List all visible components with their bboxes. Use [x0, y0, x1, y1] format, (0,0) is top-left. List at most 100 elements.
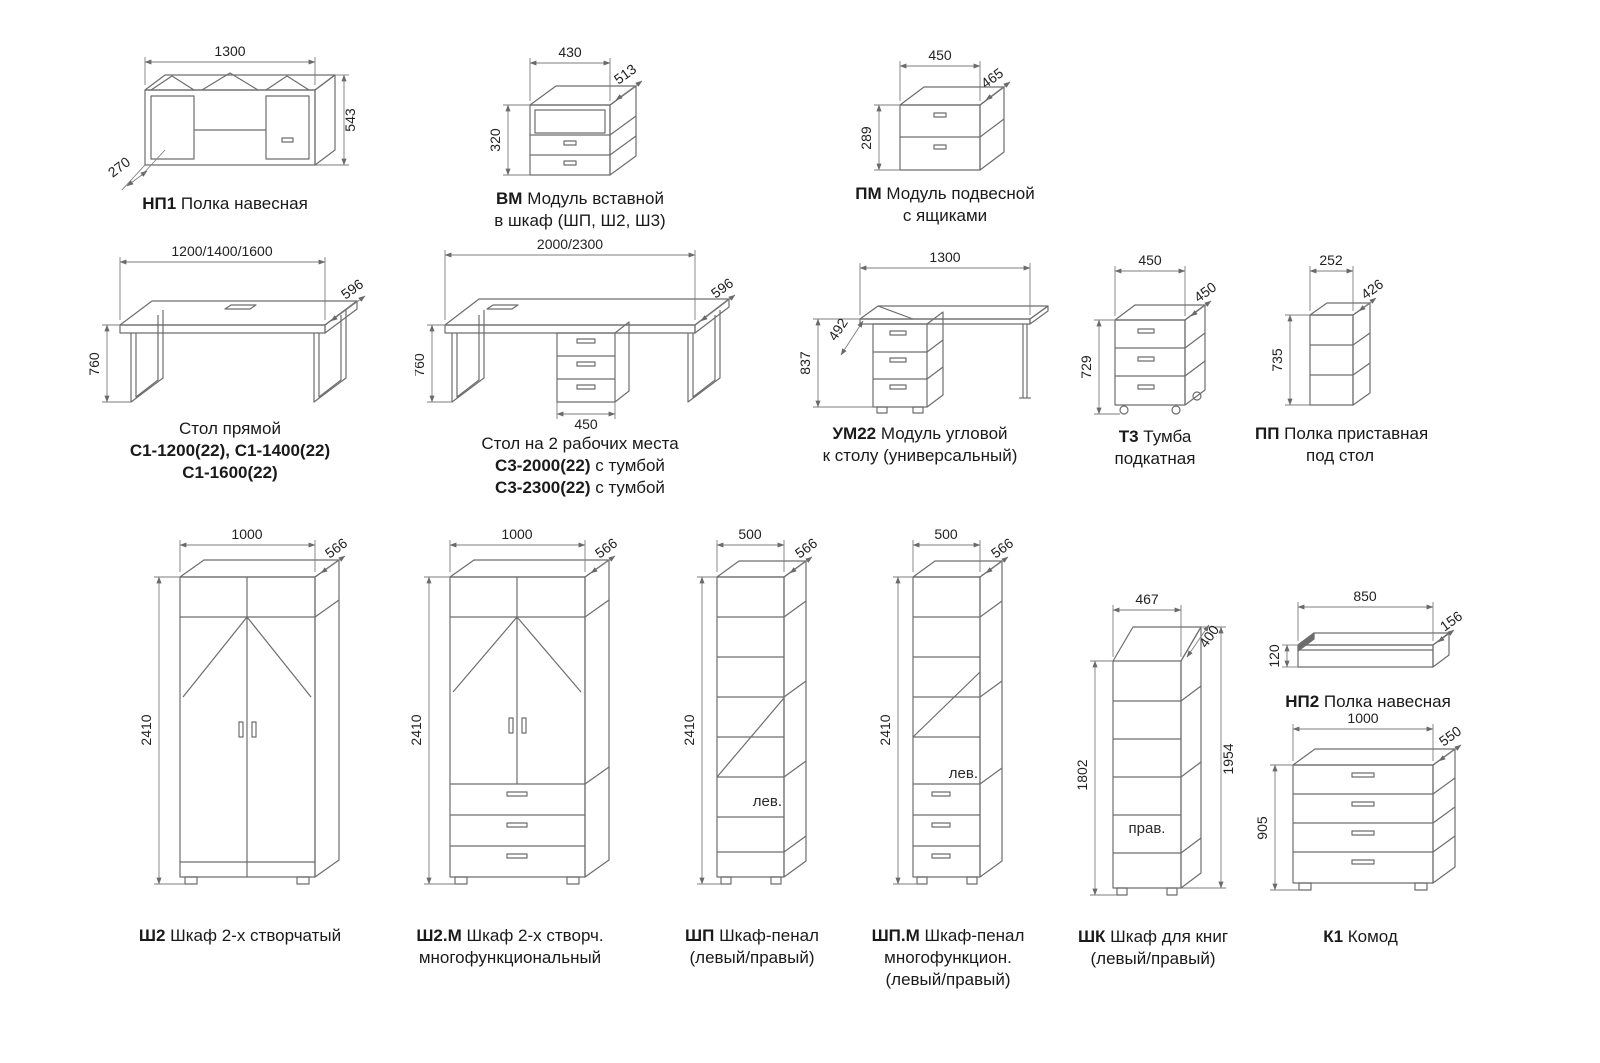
s1-dim-width: 1200/1400/1600 — [171, 243, 272, 259]
shpm-name-line1: Шкаф-пенал — [924, 926, 1025, 945]
shp-side-label: лев. — [753, 793, 782, 810]
k1-geometry — [1292, 748, 1456, 891]
t3-drawing: 450 450 729 — [1078, 252, 1219, 415]
sh2-geometry — [179, 559, 340, 885]
item-sh2: 1000 566 2410 Ш2 Шкаф 2-х створчатый — [125, 522, 355, 947]
np1-dim-height: 543 — [342, 108, 358, 132]
shpm-caption: ШП.М Шкаф-пенал многофункцион. (левый/пр… — [868, 925, 1028, 991]
pm-caption: ПМ Модуль подвесной с ящиками — [835, 183, 1055, 227]
vm-dimension-lines — [503, 58, 643, 176]
sh2m-dimension-lines — [424, 540, 616, 885]
sh2m-name-line1: Шкаф 2-х створч. — [466, 926, 604, 945]
shpm-dim-width: 500 — [934, 526, 958, 542]
s3-code1: С3-2000(22) — [495, 456, 591, 475]
shp-geometry — [716, 560, 807, 885]
t3-name-line2: подкатная — [1114, 449, 1196, 468]
s3-rest2: с тумбой — [595, 478, 665, 497]
sh2m-dim-height: 2410 — [408, 714, 424, 745]
np2-geometry — [1297, 632, 1450, 668]
shk-code: ШК — [1077, 927, 1106, 946]
um22-name-line2: к столу (универсальный) — [822, 446, 1018, 465]
s1-geometry — [119, 300, 358, 403]
np2-dim-height: 120 — [1268, 644, 1282, 668]
shp-caption: ШП Шкаф-пенал (левый/правый) — [672, 925, 832, 969]
shpm-name-line2: многофункцион. — [884, 948, 1012, 967]
sh2m-dim-depth: 566 — [592, 534, 620, 561]
item-vm: 430 513 320 ВМ Модуль вставной в шкаф (Ш… — [470, 40, 690, 232]
item-np2: 850 156 120 НП2 Полка навесная — [1268, 583, 1468, 713]
shk-caption: ШК Шкаф для книг (левый/правый) — [1063, 926, 1243, 970]
t3-dimension-lines — [1094, 266, 1212, 415]
shpm-dim-depth: 566 — [988, 534, 1016, 561]
np1-code: НП1 — [142, 194, 177, 213]
np1-name: Полка навесная — [180, 194, 308, 213]
shk-dim-height-back: 1954 — [1220, 743, 1236, 774]
shk-dim-width: 467 — [1135, 591, 1159, 607]
vm-code: ВМ — [496, 189, 523, 208]
item-pp: 252 426 735 ПП Полка приставная под стол — [1255, 245, 1429, 467]
pp-caption: ПП Полка приставная под стол — [1255, 423, 1429, 467]
sh2-code: Ш2 — [138, 926, 166, 945]
shpm-drawing: 500 566 2410 лев. — [877, 526, 1016, 885]
shk-drawing: 467 400 1802 1954 прав. — [1074, 591, 1236, 896]
sh2m-drawing: 1000 566 2410 — [408, 526, 620, 885]
s1-caption: Стол прямой С1-1200(22), С1-1400(22) С1-… — [85, 418, 375, 484]
pp-dim-height: 735 — [1269, 348, 1285, 372]
s3-dim-pedestal: 450 — [574, 416, 598, 430]
pp-name-line1: Полка приставная — [1284, 424, 1429, 443]
shp-dim-depth: 566 — [792, 534, 820, 561]
s1-drawing: 1200/1400/1600 596 760 — [86, 243, 366, 403]
item-sh2m: 1000 566 2410 Ш2.М Шкаф 2-х створч. мног… — [395, 522, 625, 969]
np1-dimension-lines — [121, 57, 349, 190]
sh2m-caption: Ш2.М Шкаф 2-х створч. многофункциональны… — [395, 925, 625, 969]
pm-geometry — [899, 86, 1005, 171]
s3-geometry — [444, 298, 730, 403]
pp-dimension-lines — [1285, 266, 1377, 406]
k1-dim-height: 905 — [1254, 816, 1270, 840]
t3-dim-width: 450 — [1138, 252, 1162, 268]
shpm-name-line3: (левый/правый) — [885, 970, 1011, 989]
np1-caption: НП1 Полка навесная — [90, 193, 360, 215]
np2-drawing: 850 156 120 — [1268, 588, 1465, 668]
s3-name: Стол на 2 рабочих места — [481, 434, 679, 453]
item-um22: 1300 492 837 УМ22 Модуль угловой к столу… — [785, 235, 1055, 467]
vm-dim-depth: 513 — [611, 60, 639, 87]
np2-dim-depth: 156 — [1437, 607, 1465, 634]
item-k1: 1000 550 905 К1 Комод — [1253, 703, 1468, 948]
s3-dim-height: 760 — [415, 353, 427, 377]
s1-codes-line2: С1-1600(22) — [182, 463, 278, 482]
t3-caption: Т3 Тумба подкатная — [1075, 426, 1235, 470]
shk-dimension-lines — [1090, 605, 1226, 896]
shp-dim-height: 2410 — [681, 714, 697, 745]
item-np1: 1300 543 270 НП1 Полка навесная — [90, 40, 360, 215]
um22-name-line1: Модуль угловой — [880, 424, 1008, 443]
shk-dim-height-front: 1802 — [1074, 759, 1090, 790]
sh2-name: Шкаф 2-х створчатый — [170, 926, 342, 945]
um22-drawing: 1300 492 837 — [797, 249, 1049, 414]
np1-dim-depth: 270 — [105, 153, 133, 180]
sh2-dim-depth: 566 — [322, 534, 350, 561]
item-t3: 450 450 729 Т3 Тумба подкатная — [1075, 245, 1235, 470]
item-s1: 1200/1400/1600 596 760 Стол прямой С1-12… — [85, 230, 375, 484]
pp-drawing: 252 426 735 — [1269, 252, 1386, 406]
shp-dimension-lines — [697, 540, 813, 885]
s3-code2: С3-2300(22) — [495, 478, 591, 497]
um22-code: УМ22 — [832, 424, 877, 443]
vm-name-line2: в шкаф (ШП, Ш2, Ш3) — [494, 211, 666, 230]
shpm-side-label: лев. — [949, 765, 978, 782]
shpm-dimension-lines — [893, 540, 1009, 885]
item-shpm: 500 566 2410 лев. ШП.М Шкаф-пенал многоф… — [868, 522, 1028, 991]
shp-code: ШП — [685, 926, 715, 945]
k1-dim-width: 1000 — [1347, 710, 1378, 726]
np1-dim-width: 1300 — [214, 43, 245, 59]
shp-name-line1: Шкаф-пенал — [719, 926, 819, 945]
shk-dim-depth: 400 — [1196, 622, 1223, 650]
shpm-dim-height: 2410 — [877, 714, 893, 745]
np2-dim-width: 850 — [1353, 588, 1377, 604]
sh2-dim-height: 2410 — [138, 714, 154, 745]
pp-name-line2: под стол — [1305, 446, 1375, 465]
sh2m-dim-width: 1000 — [501, 526, 532, 542]
k1-code: К1 — [1323, 927, 1344, 946]
s3-dimension-lines — [427, 250, 736, 419]
